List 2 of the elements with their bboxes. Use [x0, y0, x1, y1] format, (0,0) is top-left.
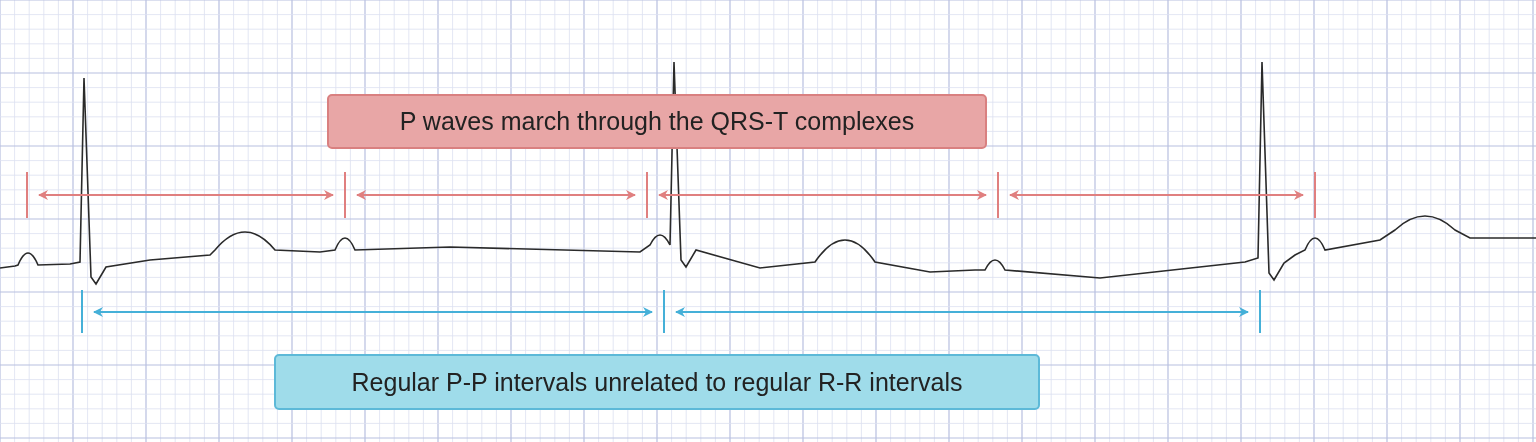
callout-box: Regular P-P intervals unrelated to regular R-R intervals	[274, 354, 1040, 410]
callout-box: P waves march through the QRS-T complexes	[327, 94, 987, 149]
